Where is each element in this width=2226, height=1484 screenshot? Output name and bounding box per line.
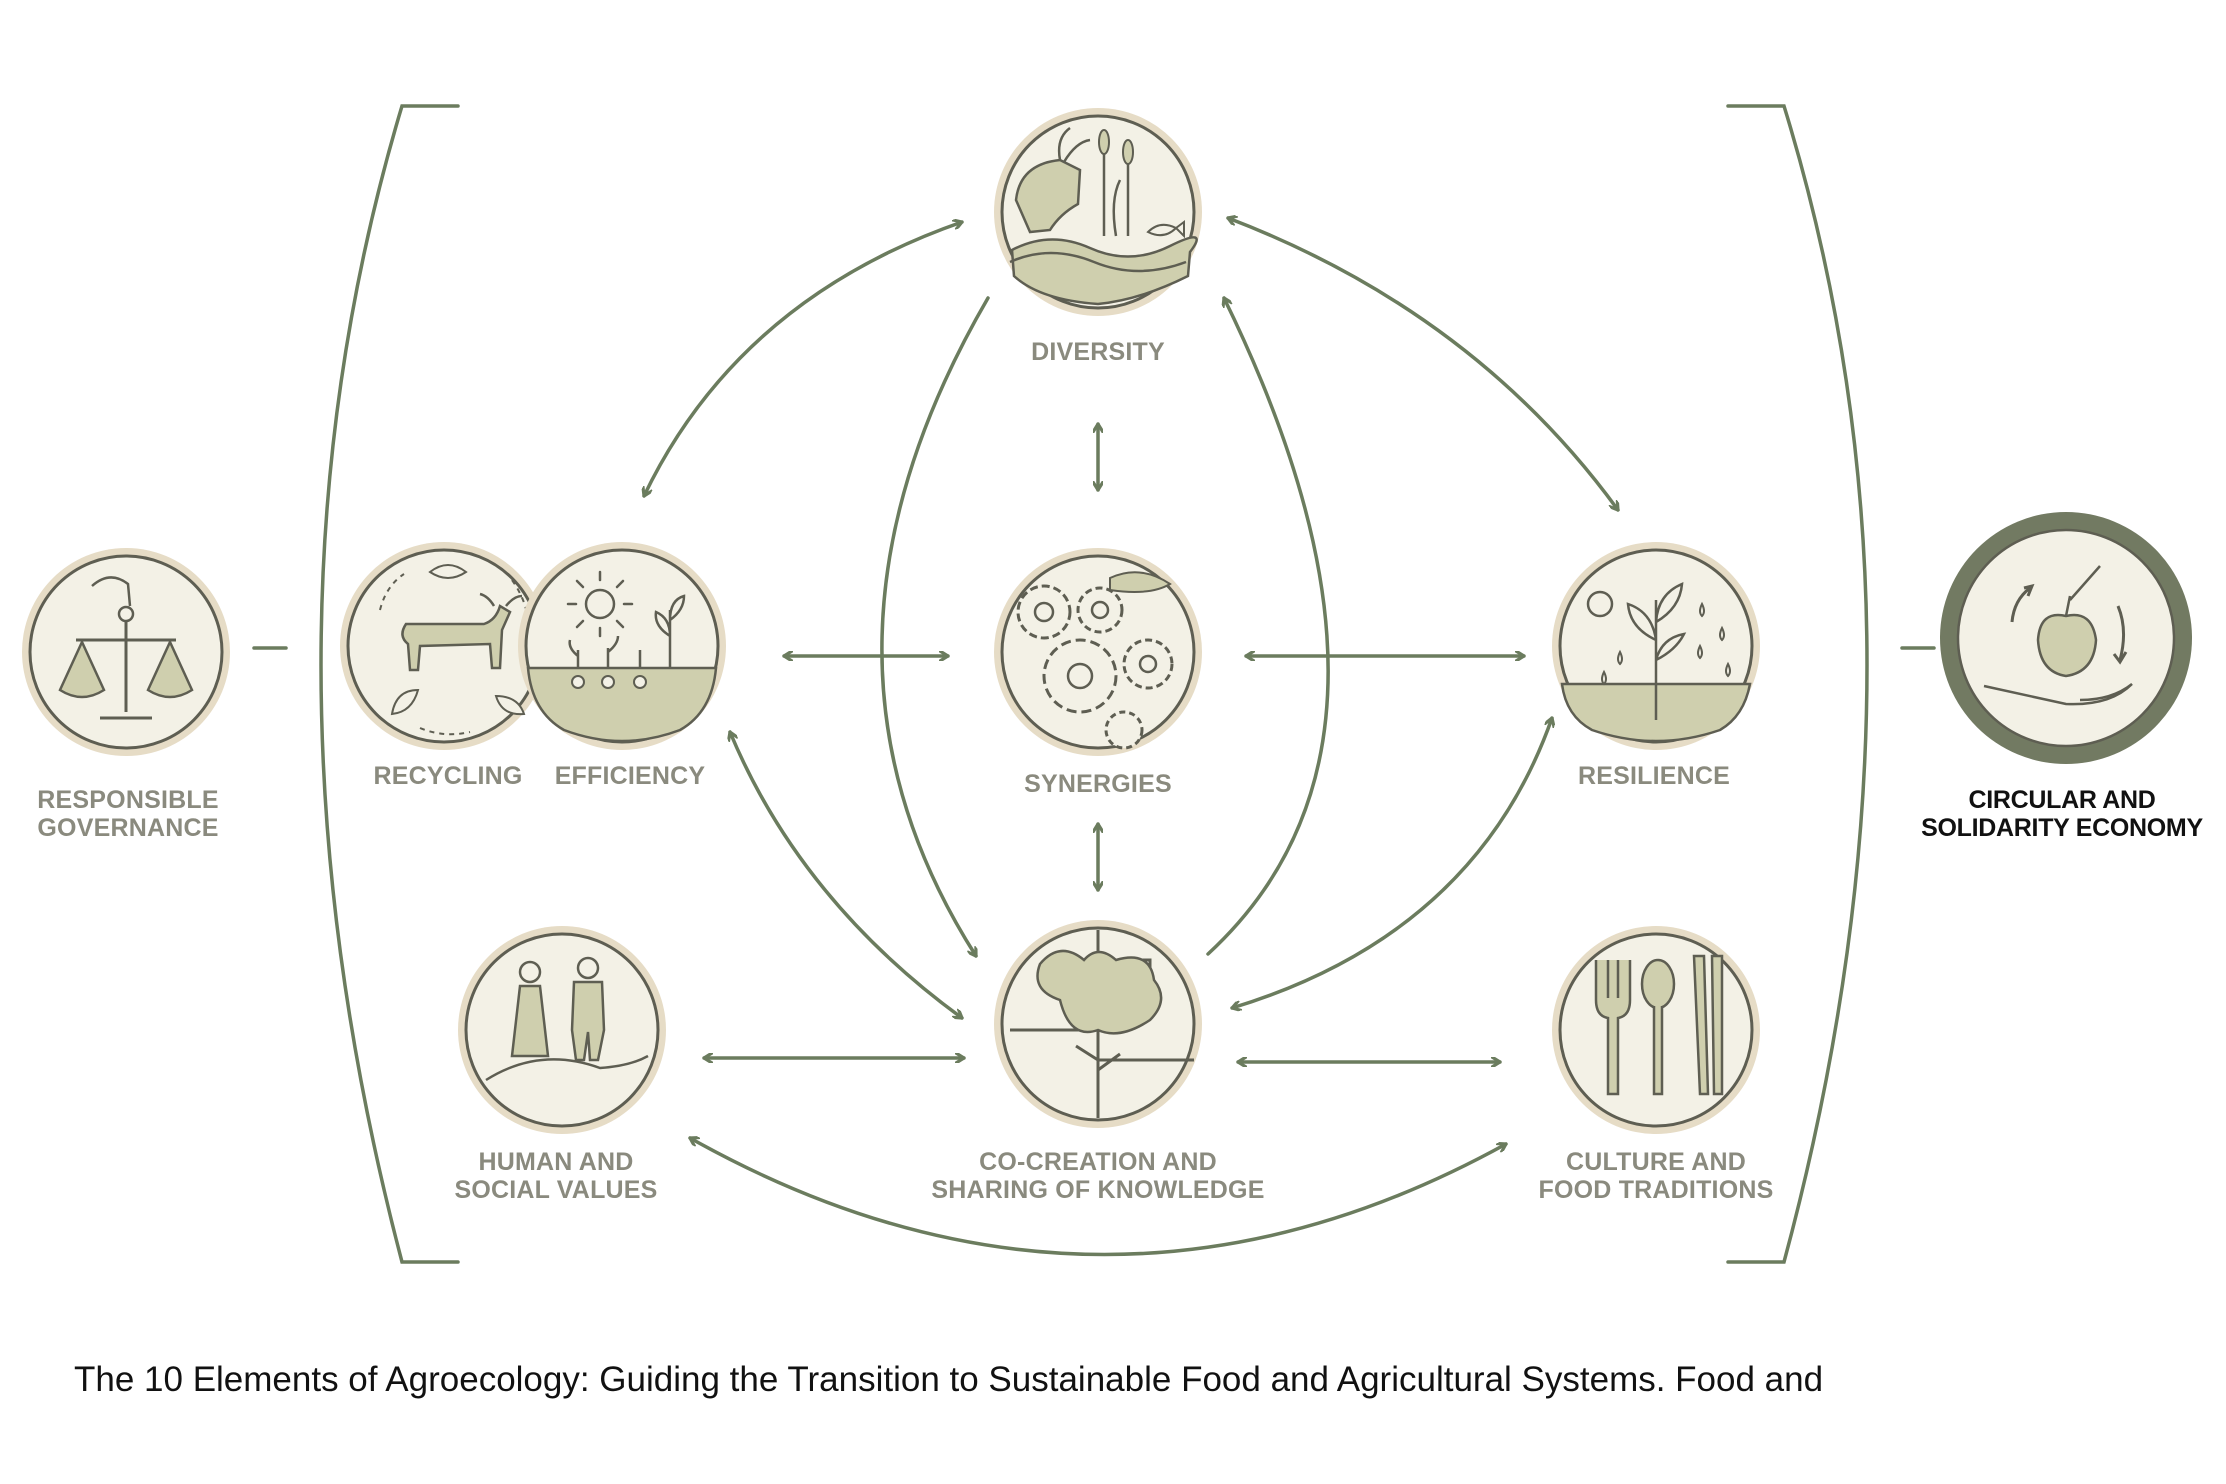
arrow-diversity-efficiency [644, 222, 964, 498]
human-social-values-icon [458, 926, 666, 1134]
diversity-icon [994, 108, 1202, 316]
human-social-values-label-line1: HUMAN AND [478, 1148, 633, 1176]
left-bracket [319, 104, 460, 1264]
connector-arrows [644, 218, 1620, 1257]
responsible-governance-label-line1: RESPONSIBLE [37, 786, 218, 814]
culture-food-label-line1: CULTURE AND [1566, 1148, 1746, 1176]
culture-food-icon [1552, 926, 1760, 1134]
human-social-values-label-line2: SOCIAL VALUES [454, 1176, 657, 1204]
co-creation-label-line2: SHARING OF KNOWLEDGE [931, 1176, 1264, 1204]
synergies-icon [994, 548, 1202, 756]
circular-economy-icon [1940, 512, 2192, 764]
synergies-label: SYNERGIES [1024, 770, 1172, 798]
arrow-diversity-cocreation [880, 296, 990, 958]
arrow-human-culture [688, 1138, 1508, 1257]
responsible-governance-icon [22, 548, 230, 756]
arrow-diversity-resilience [1226, 218, 1620, 512]
circular-economy-label-line1: CIRCULAR AND [1968, 786, 2155, 814]
co-creation-icon [994, 920, 1202, 1128]
right-bracket [1726, 104, 1869, 1264]
arrow-efficiency-cocreation [730, 730, 964, 1020]
arrow-cocreation-diversity [1206, 296, 1330, 956]
circular-economy-label-line2: SOLIDARITY ECONOMY [1921, 814, 2203, 842]
responsible-governance-label-line2: GOVERNANCE [37, 814, 218, 842]
co-creation-label-line1: CO-CREATION AND [979, 1148, 1217, 1176]
efficiency-icon [518, 542, 726, 750]
arrow-resilience-cocreation [1230, 716, 1552, 1008]
diversity-label: DIVERSITY [1031, 338, 1165, 366]
culture-food-label-line2: FOOD TRADITIONS [1539, 1176, 1774, 1204]
efficiency-label: EFFICIENCY [555, 762, 706, 790]
resilience-icon [1552, 542, 1760, 750]
figure-caption: The 10 Elements of Agroecology: Guiding … [74, 1360, 1824, 1399]
recycling-label: RECYCLING [373, 762, 522, 790]
brackets [252, 104, 1936, 1264]
resilience-label: RESILIENCE [1578, 762, 1730, 790]
recycling-icon [340, 542, 548, 750]
